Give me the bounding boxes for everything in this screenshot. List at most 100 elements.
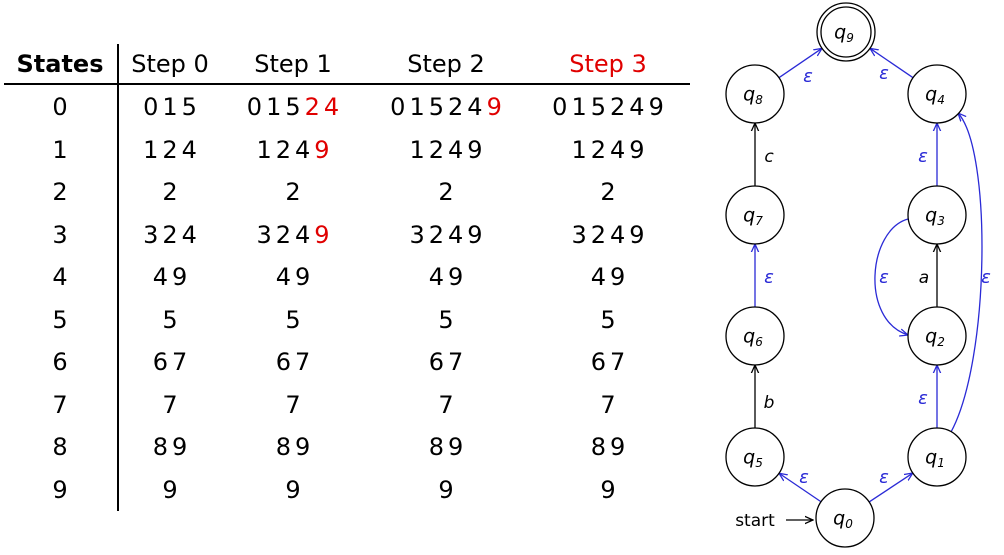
column-header-3: Step 2 — [407, 50, 485, 78]
closure-state-number: 4 — [152, 263, 168, 291]
closure-state-number: 6 — [428, 348, 444, 376]
closure-state-number: 5 — [285, 305, 301, 334]
closure-state-number: 7 — [448, 348, 464, 376]
closure-cell: 7 — [90, 390, 250, 420]
closure-state-number: 9 — [467, 220, 483, 249]
closure-state-number: 2 — [304, 93, 320, 121]
state-q1: q1 — [907, 427, 967, 487]
closure-state-number: 8 — [428, 433, 444, 461]
closure-state-number: 4 — [610, 220, 626, 249]
closure-state-number: 2 — [590, 220, 606, 249]
closure-state-number: 8 — [590, 433, 606, 461]
closure-state-number: 9 — [629, 135, 645, 164]
closure-state-number: 4 — [467, 93, 483, 121]
closure-state-number: 3 — [571, 220, 587, 249]
closure-cell: 9 — [90, 475, 250, 505]
closure-state-number: 9 — [448, 433, 464, 461]
state-cell: 5 — [52, 305, 68, 334]
closure-state-number: 7 — [438, 390, 454, 419]
state-cell: 0 — [52, 93, 68, 121]
closure-state-number: 5 — [600, 305, 616, 334]
closure-state-number: 4 — [181, 220, 197, 249]
state-q4: q4 — [907, 64, 967, 124]
closure-state-number: 4 — [295, 135, 311, 164]
closure-state-number: 2 — [275, 135, 291, 164]
closure-cell: 9 — [213, 475, 373, 505]
closure-state-number: 9 — [438, 475, 454, 504]
closure-state-number: 4 — [610, 135, 626, 164]
transition-q4-q9 — [870, 48, 914, 79]
closure-cell: 9 — [528, 475, 688, 505]
closure-state-number: 1 — [571, 93, 587, 121]
closure-state-number: 2 — [448, 93, 464, 121]
closure-state-number: 5 — [590, 93, 606, 121]
closure-state-number: 7 — [295, 348, 311, 376]
closure-cell: 2 — [366, 177, 526, 207]
closure-state-number: 7 — [610, 348, 626, 376]
closure-state-number: 1 — [571, 135, 587, 164]
transition-q0-q1 — [868, 473, 913, 503]
state-q8: q8 — [725, 64, 785, 124]
transition-label-q3-q4: ε — [918, 146, 928, 167]
closure-state-number: 5 — [428, 93, 444, 121]
closure-state-number: 0 — [390, 93, 406, 121]
closure-state-number: 9 — [629, 220, 645, 249]
closure-state-number: 4 — [181, 135, 197, 164]
closure-state-number: 9 — [314, 220, 330, 249]
closure-state-number: 9 — [314, 135, 330, 164]
closure-cell: 7 — [528, 390, 688, 420]
closure-state-number: 2 — [285, 178, 301, 206]
column-header-2: Step 1 — [254, 50, 332, 78]
closure-state-number: 9 — [610, 433, 626, 461]
transition-label-q2-q3: a — [919, 268, 929, 288]
closure-state-number: 3 — [409, 220, 425, 249]
closure-state-number: 5 — [285, 93, 301, 121]
state-cell: 9 — [52, 475, 68, 504]
closure-state-number: 4 — [590, 263, 606, 291]
closure-state-number: 1 — [409, 135, 425, 164]
closure-state-number: 4 — [448, 220, 464, 249]
transition-q0-q5 — [779, 473, 822, 503]
closure-state-number: 4 — [275, 263, 291, 291]
closure-state-number: 2 — [600, 178, 616, 206]
closure-state-number: 2 — [275, 220, 291, 249]
closure-state-number: 1 — [143, 135, 159, 164]
transition-label-q1-q2: ε — [918, 388, 928, 409]
closure-state-number: 4 — [629, 93, 645, 121]
closure-state-number: 0 — [552, 93, 568, 121]
closure-cell: 2 — [90, 177, 250, 207]
column-header-1: Step 0 — [131, 50, 209, 78]
state-cell: 7 — [52, 390, 68, 419]
closure-state-number: 5 — [438, 305, 454, 334]
closure-state-number: 7 — [285, 390, 301, 419]
closure-state-number: 1 — [162, 93, 178, 121]
closure-state-number: 2 — [162, 220, 178, 249]
closure-state-number: 7 — [600, 390, 616, 419]
state-cell: 6 — [52, 348, 68, 376]
closure-state-number: 2 — [162, 135, 178, 164]
transition-q3-q2 — [874, 218, 908, 335]
state-cell: 3 — [52, 220, 68, 249]
closure-state-number: 1 — [409, 93, 425, 121]
state-q9: q9 — [816, 2, 876, 62]
closure-state-number: 0 — [143, 93, 159, 121]
state-q0: q0 — [815, 488, 875, 548]
closure-state-number: 9 — [467, 135, 483, 164]
